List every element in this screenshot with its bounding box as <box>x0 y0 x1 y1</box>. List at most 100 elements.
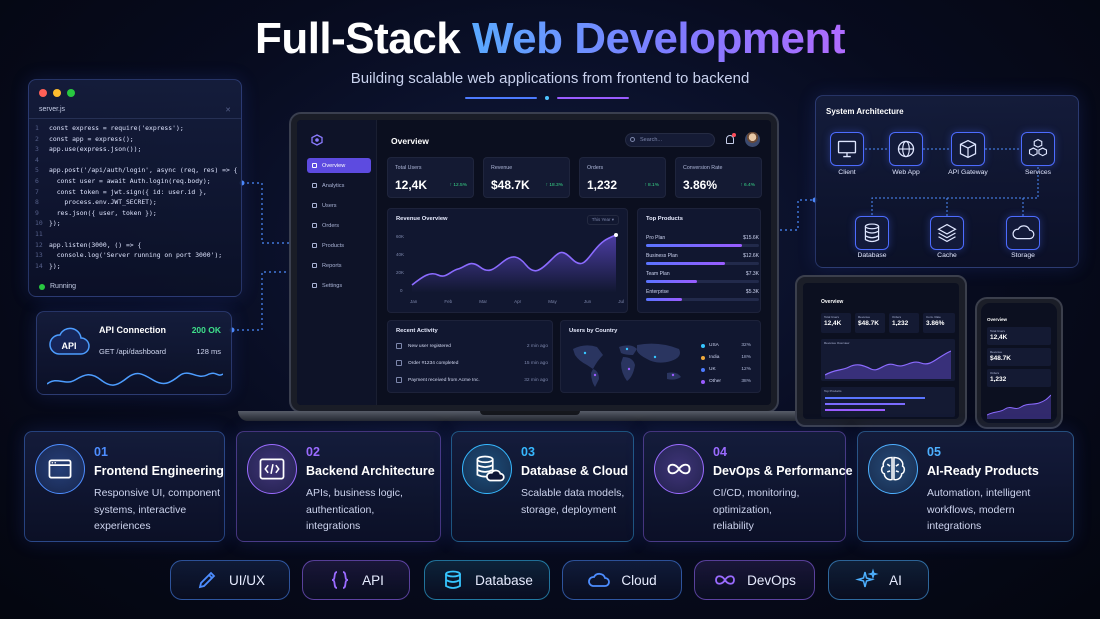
pill-label: Cloud <box>621 572 657 588</box>
client-node[interactable] <box>830 132 864 166</box>
line-number: 3 <box>35 145 39 154</box>
database-node[interactable] <box>855 216 889 250</box>
kpi-value: 1,232 <box>892 320 909 327</box>
storage-node[interactable] <box>1006 216 1040 250</box>
nav-label: Orders <box>322 222 340 229</box>
title-divider <box>465 96 629 100</box>
kpi-value: 3.86% <box>926 320 945 327</box>
legend-dot-icon <box>701 356 705 360</box>
nav-users[interactable]: Users <box>307 198 371 213</box>
file-tab[interactable]: server.js ✕ <box>29 106 241 119</box>
line-number: 10 <box>35 219 43 228</box>
tablet-kpi: Revenue$48.7K <box>855 313 885 333</box>
product-row[interactable]: Enterprise$5.3K <box>646 289 759 301</box>
nav-label: Overview <box>322 162 346 169</box>
infinity-icon <box>654 444 704 494</box>
activity-time: 2 min ago <box>526 344 548 349</box>
tech-pill-ai[interactable]: AI <box>828 560 929 600</box>
cloud-icon <box>1012 225 1035 240</box>
kpi-card-revenue[interactable]: Revenue$48.7K↑ 18.3% <box>483 157 570 198</box>
nav-settings[interactable]: Settings <box>307 278 371 293</box>
page-subtitle: Building scalable web applications from … <box>350 70 750 87</box>
product-row[interactable]: Business Plan$12.6K <box>646 253 759 265</box>
node-label: API Gateway <box>948 169 988 176</box>
cloud-icon <box>588 572 611 587</box>
product-value: $15.6K <box>743 235 759 241</box>
tab-close-icon[interactable]: ✕ <box>225 107 231 114</box>
tech-pill-uiux[interactable]: UI/UX <box>170 560 290 600</box>
kpi-delta: ↑ 6.4% <box>740 183 755 188</box>
feature-desc-line: integrations <box>306 520 361 532</box>
kpi-value: 3.86% <box>683 178 718 192</box>
file-name: server.js <box>39 106 66 113</box>
tech-pill-api[interactable]: API <box>302 560 410 600</box>
code-text: const app = express(); <box>49 134 134 143</box>
overview-icon <box>312 163 317 168</box>
x-tick: Apr <box>514 299 522 304</box>
cache-node[interactable] <box>930 216 964 250</box>
services-node[interactable] <box>1021 132 1055 166</box>
api-gateway-node[interactable] <box>951 132 985 166</box>
feature-description: CI/CD, monitoring,optimization,reliabili… <box>713 485 799 535</box>
activity-text: Order #1234 completed <box>408 361 459 366</box>
kpi-delta: ↑ 8.1% <box>644 183 659 188</box>
code-text: }); <box>49 261 61 270</box>
code-line: 10}); <box>35 218 235 229</box>
minimize-dot[interactable] <box>53 89 61 97</box>
nav-analytics[interactable]: Analytics <box>307 178 371 193</box>
product-bar-fill <box>646 244 743 247</box>
nav-reports[interactable]: Reports <box>307 258 371 273</box>
activity-time: 15 min ago <box>524 361 548 366</box>
line-number: 14 <box>35 261 43 270</box>
maximize-dot[interactable] <box>67 89 75 97</box>
legend-dot-icon <box>701 368 705 372</box>
web-app-node[interactable] <box>889 132 923 166</box>
settings-icon <box>312 283 317 288</box>
product-row[interactable]: Pro Plan$15.6K <box>646 235 759 247</box>
tech-pill-devops[interactable]: DevOps <box>694 560 815 600</box>
node-label: Storage <box>1011 252 1035 259</box>
feature-desc-line: Scalable data models, <box>521 487 625 499</box>
feature-desc-line: APIs, business logic, <box>306 487 403 499</box>
browser-window-icon <box>35 444 85 494</box>
activity-item[interactable]: Order #1234 completed 15 min ago <box>396 360 548 366</box>
nav-overview[interactable]: Overview <box>307 158 371 173</box>
range-select[interactable]: This Year ▾ <box>586 215 619 225</box>
bell-icon[interactable] <box>726 133 736 144</box>
kpi-label: Total Users <box>824 315 840 319</box>
feature-desc-line: optimization, <box>713 503 772 516</box>
avatar[interactable] <box>745 132 760 147</box>
product-row[interactable]: Team Plan$7.3K <box>646 271 759 283</box>
close-dot[interactable] <box>39 89 47 97</box>
nav-orders[interactable]: Orders <box>307 218 371 233</box>
tablet-title: Overview <box>821 299 844 305</box>
tech-pill-cloud[interactable]: Cloud <box>562 560 682 600</box>
revenue-overview-card: Revenue Overview This Year ▾ 60K 40K 20K… <box>387 208 628 313</box>
feature-description: APIs, business logic,authentication,inte… <box>306 485 403 535</box>
y-tick: 40K <box>396 252 405 257</box>
product-name: Business Plan <box>646 253 678 259</box>
pill-label: DevOps <box>747 572 796 588</box>
search-icon <box>630 137 635 142</box>
country-pct: 12% <box>741 367 751 372</box>
tablet-products-card: Top Products <box>821 387 955 417</box>
nav-products[interactable]: Products <box>307 238 371 253</box>
kpi-label: Revenue <box>858 315 871 319</box>
dashboard-search-input[interactable]: Search... <box>625 133 715 147</box>
node-label: Database <box>857 252 887 259</box>
product-name: Enterprise <box>646 289 669 295</box>
tech-pill-database[interactable]: Database <box>424 560 550 600</box>
code-line: 14}); <box>35 261 235 272</box>
activity-item[interactable]: Payment received from Acme Inc.32 min ag… <box>396 377 548 383</box>
kpi-delta: ↑ 18.3% <box>545 183 563 188</box>
